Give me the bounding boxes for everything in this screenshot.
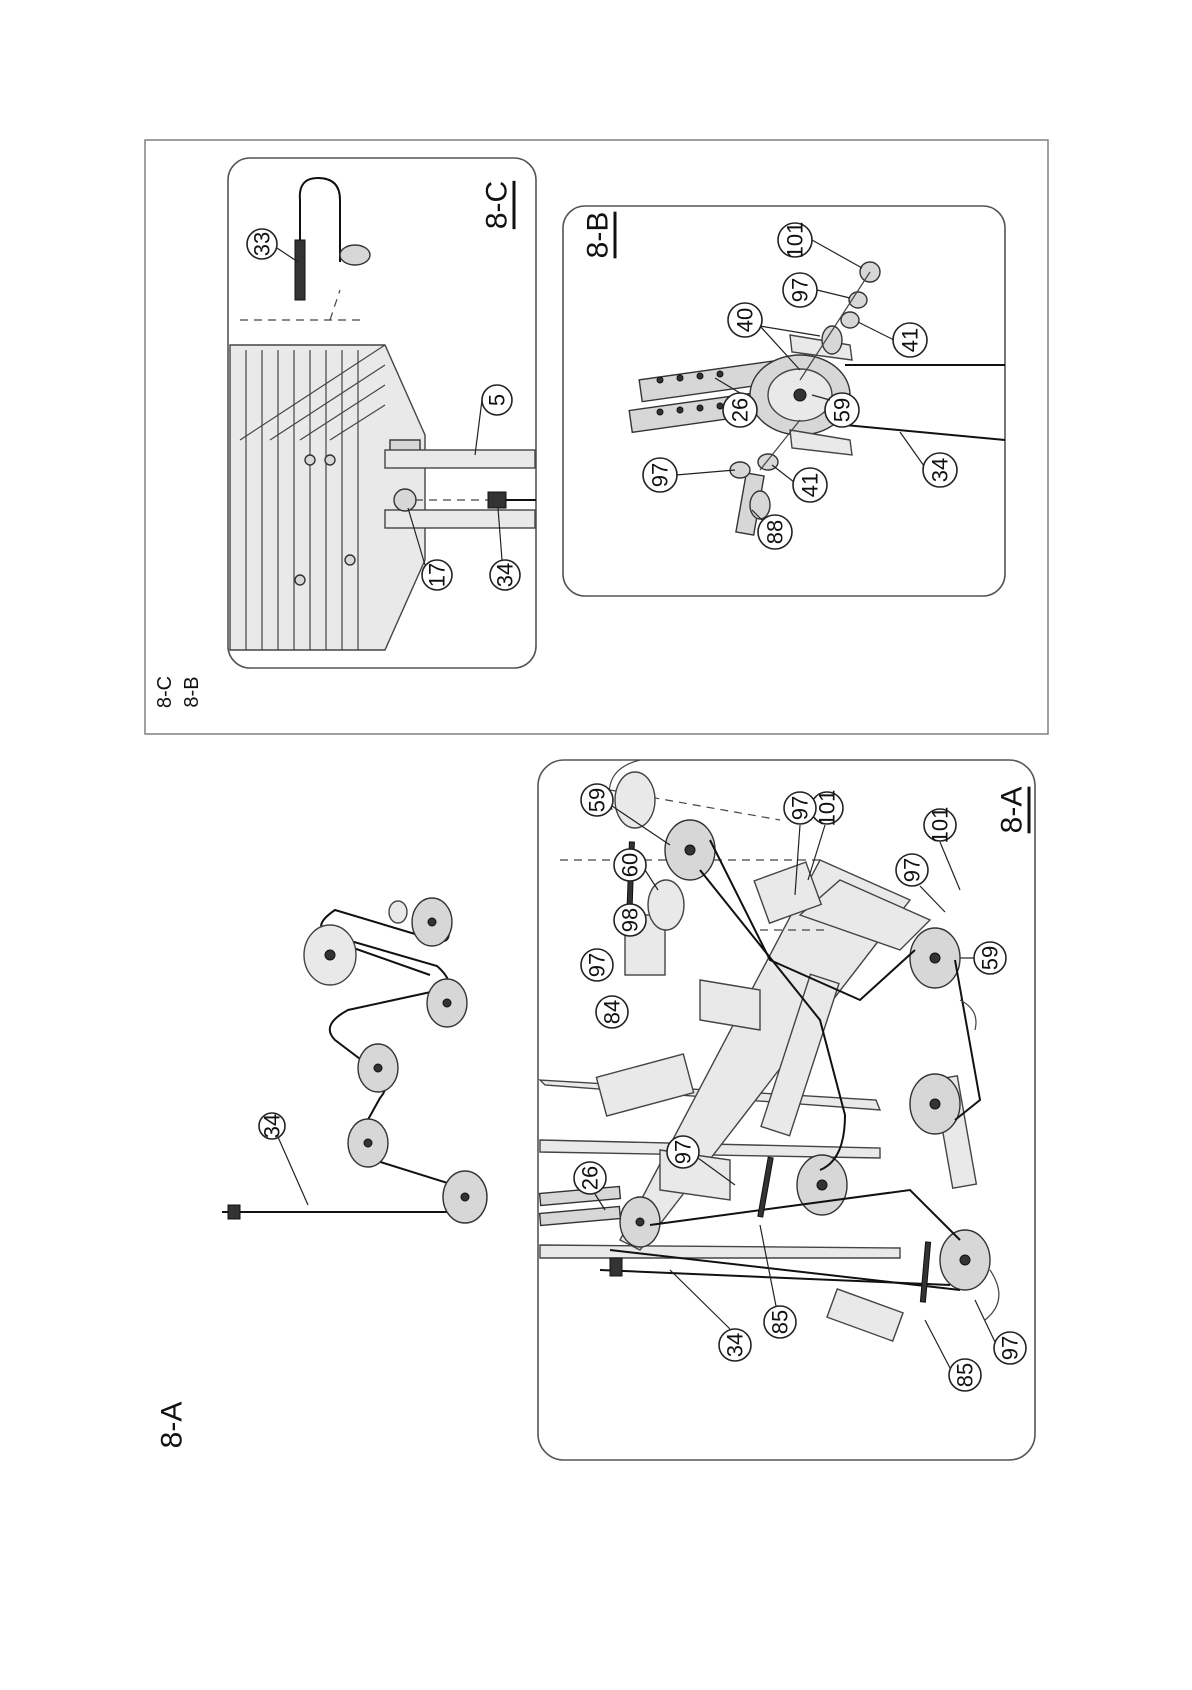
pulley-icon <box>797 1155 847 1215</box>
svg-text:97: 97 <box>671 1140 696 1164</box>
svg-text:101: 101 <box>928 807 953 844</box>
callout-33: 33 <box>247 229 277 259</box>
panel-8b-title: 8-B <box>582 212 615 259</box>
overview-label: 8-A <box>156 1402 189 1449</box>
svg-text:34: 34 <box>260 1114 285 1138</box>
callout-34: 34 <box>923 453 957 487</box>
callout-17: 17 <box>422 560 452 590</box>
callout-60: 60 <box>614 849 646 881</box>
panel-8a-title: 8-A <box>996 787 1029 834</box>
callout-59: 59 <box>974 942 1006 974</box>
svg-text:34: 34 <box>928 458 953 482</box>
callout-34: 34 <box>490 560 520 590</box>
callout-59: 59 <box>581 784 613 816</box>
callout-97: 97 <box>994 1332 1026 1364</box>
panel-8c-title: 8-C <box>481 181 514 229</box>
callout-101: 101 <box>778 222 812 259</box>
pulley-icon <box>910 1074 960 1134</box>
bolt-icon <box>920 1242 930 1302</box>
callout-97: 97 <box>783 273 817 307</box>
svg-text:85: 85 <box>768 1310 793 1334</box>
callout-5: 5 <box>482 385 512 415</box>
svg-text:60: 60 <box>618 853 643 877</box>
callout-97: 97 <box>643 458 677 492</box>
callout-34: 34 <box>259 1113 285 1139</box>
svg-text:97: 97 <box>788 278 813 302</box>
callout-34: 34 <box>719 1329 751 1361</box>
panel-8b: 8-B 101 97 <box>563 206 1005 596</box>
guide-rod <box>385 510 535 528</box>
svg-text:5: 5 <box>485 394 510 406</box>
pulley-icon <box>940 1230 990 1290</box>
callout-88: 88 <box>758 515 792 549</box>
callout-97: 97 <box>896 854 928 886</box>
callout-84: 84 <box>596 996 628 1028</box>
callout-98: 98 <box>614 904 646 936</box>
callout-26: 26 <box>723 393 757 427</box>
svg-text:26: 26 <box>728 398 753 422</box>
callout-41: 41 <box>893 323 927 357</box>
svg-text:40: 40 <box>733 308 758 332</box>
svg-text:34: 34 <box>723 1333 748 1357</box>
svg-text:26: 26 <box>578 1166 603 1190</box>
svg-text:17: 17 <box>425 563 450 587</box>
callout-101: 101 <box>924 807 956 844</box>
svg-text:41: 41 <box>898 328 923 352</box>
pulley-icon <box>648 880 684 930</box>
callout-85: 85 <box>764 1306 796 1338</box>
callout-97: 97 <box>667 1136 699 1168</box>
svg-text:97: 97 <box>788 796 813 820</box>
callout-85: 85 <box>949 1359 981 1391</box>
panel-8c: 8-C <box>228 158 536 668</box>
selector-pin-icon <box>295 178 370 300</box>
frame-label-8c: 8-C <box>154 676 176 708</box>
svg-text:84: 84 <box>600 1000 625 1024</box>
svg-text:59: 59 <box>585 788 610 812</box>
svg-text:33: 33 <box>250 232 275 256</box>
svg-text:98: 98 <box>618 908 643 932</box>
frame-label-8b: 8-B <box>181 676 203 707</box>
callout-41: 41 <box>793 468 827 502</box>
panel-8a: 8-A <box>538 760 1035 1460</box>
svg-text:97: 97 <box>585 953 610 977</box>
pulley-icon <box>665 820 715 880</box>
svg-text:34: 34 <box>493 563 518 587</box>
svg-text:41: 41 <box>798 473 823 497</box>
svg-text:59: 59 <box>830 398 855 422</box>
pulley-icon <box>620 1197 660 1247</box>
callout-40: 40 <box>728 303 762 337</box>
svg-text:97: 97 <box>998 1336 1023 1360</box>
callout-59: 59 <box>825 393 859 427</box>
svg-text:88: 88 <box>763 520 788 544</box>
pulley-icon <box>615 772 655 828</box>
guide-rod <box>385 450 535 468</box>
pulley-icon <box>910 928 960 988</box>
svg-text:101: 101 <box>783 222 808 259</box>
overview-cable-routing: 8-A 34 <box>156 898 488 1448</box>
callout-97: 97 <box>581 949 613 981</box>
svg-text:59: 59 <box>978 946 1003 970</box>
svg-text:97: 97 <box>900 858 925 882</box>
svg-text:85: 85 <box>953 1363 978 1387</box>
callout-97: 97 <box>784 792 816 824</box>
svg-text:97: 97 <box>648 463 673 487</box>
svg-text:101: 101 <box>815 790 840 827</box>
callout-26: 26 <box>574 1162 606 1194</box>
